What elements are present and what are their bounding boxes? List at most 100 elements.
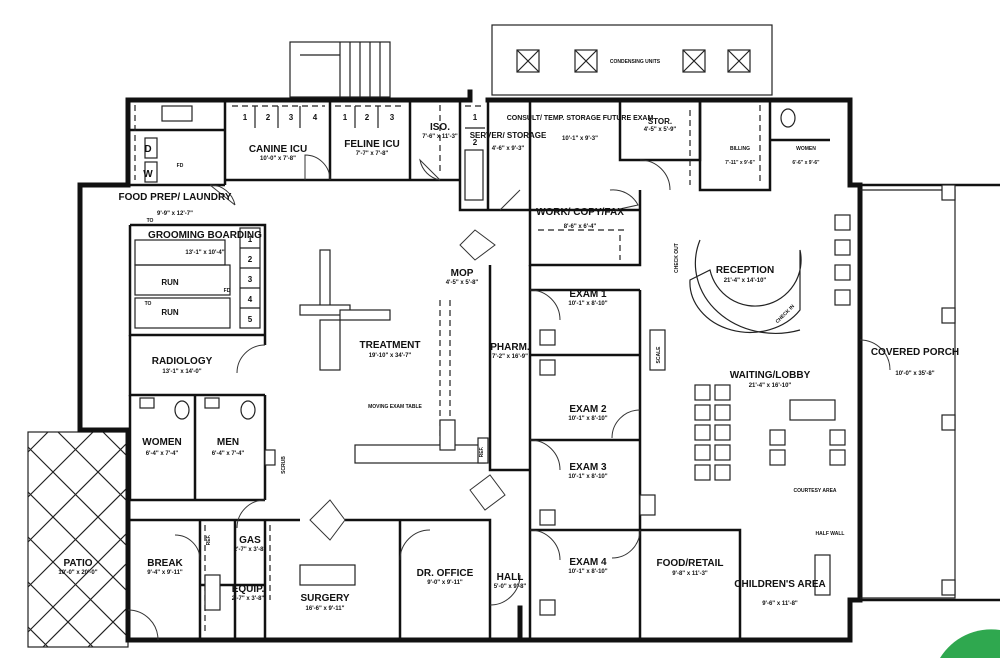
run-label-1: RUN [161,278,179,287]
porch-label: COVERED PORCH [871,347,959,358]
break-label: BREAK [147,558,183,569]
kennel-number: 4 [313,113,318,122]
run-number: 2 [248,255,253,264]
canine-icu-label: CANINE ICU [249,144,307,155]
reception-label: RECEPTION [716,265,774,276]
food-retail-dim: 9'-8" x 11'-3" [672,571,708,577]
women-top-dim: 6'-6" x 9'-6" [792,160,820,166]
pharm-dim: 7'-2" x 16'-9" [492,354,528,360]
exam1-label: EXAM 1 [569,289,607,300]
condensing-units-note: CONDENSING UNITS [610,59,661,65]
condensing-units-pad [491,24,773,96]
work-dim: 8'-6" x 6'-4" [564,224,597,230]
billing-label: BILLING [730,146,750,152]
exam2-dim: 10'-1" x 8'-10" [568,416,607,422]
mop-label: MOP [451,268,474,279]
ref-note-2: REF. [479,446,485,457]
treatment-dim: 19'-10" x 34'-7" [369,353,412,359]
hall-label: HALL [497,572,524,583]
grooming-dim: 13'-1" x 10'-4" [185,250,224,256]
half-wall-note: HALF WALL [816,531,845,537]
kennel-number: 1 [243,113,248,122]
reception-dim: 21'-4" x 14'-10" [724,278,767,284]
courtesy-note: COURTESY AREA [793,488,836,494]
kennel-number: 2 [266,113,271,122]
patio-dim: 10'-0" x 20'-0" [58,570,97,576]
grooming-label: GROOMING BOARDING [148,230,262,241]
casework-dashed [134,105,761,635]
work-label: WORK/ COPY/FAX [536,207,624,218]
server-label: SERVER/ STORAGE [470,131,547,140]
stor-label: STOR. [648,117,672,126]
check-out-note: CHECK OUT [674,243,680,273]
run-number: 5 [248,315,253,324]
pharm-label: PHARM. [490,342,530,353]
surgery-label: SURGERY [300,593,349,604]
iso-dim: 7'-6" x 11'-3" [422,134,458,140]
server-dim: 4'-6" x 9'-3" [492,146,525,152]
consult-label: CONSULT/ TEMP. STORAGE FUTURE EXAM [507,115,654,122]
to-note-2: TO [145,301,152,307]
women-label: WOMEN [142,437,181,448]
kennel-dividers [240,106,485,309]
food-retail-label: FOOD/RETAIL [656,558,723,569]
gas-dim: 2'-7" x 3'-8" [234,547,267,553]
exam1-dim: 10'-1" x 8'-10" [568,301,607,307]
stor-dim: 4'-5" x 5'-9" [644,127,677,133]
childrens-dim: 9'-6" x 11'-8" [762,601,798,607]
food-prep-label: FOOD PREP/ LAUNDRY [119,192,232,203]
exam3-dim: 10'-1" x 8'-10" [568,474,607,480]
patio-label: PATIO [63,558,92,569]
feline-icu-label: FELINE ICU [344,139,400,150]
fd-note-2: FD [224,288,231,294]
men-label: MEN [217,437,239,448]
kennel-number: 3 [289,113,294,122]
scrub-note: SCRUB [281,456,287,474]
exam2-label: EXAM 2 [569,404,607,415]
stair [289,41,391,98]
exam3-label: EXAM 3 [569,462,607,473]
waiting-dim: 21'-4" x 16'-10" [749,383,792,389]
hall-dim: 5'-0" x 9'-8" [494,584,527,590]
room-labels: CANINE ICU 10'-0" x 7'-8" FELINE ICU 7'-… [58,115,959,612]
dr-office-label: DR. OFFICE [417,568,474,579]
consult-dim: 10'-1" x 9'-3" [562,136,598,142]
fixtures [134,105,851,616]
exterior-walls [77,89,1000,643]
patio-hatch [27,431,129,648]
feline-number: 1 [343,113,348,122]
radiology-dim: 13'-1" x 14'-0" [162,369,201,375]
feline-number: 3 [390,113,395,122]
iso-number: 1 [473,113,478,122]
scale-label: SCALE [656,346,662,364]
iso-label: ISO. [430,122,450,133]
exam4-label: EXAM 4 [569,557,607,568]
radiology-label: RADIOLOGY [152,356,213,367]
door-swings [127,154,891,641]
surgery-dim: 16'-6" x 9'-11" [306,606,345,612]
equip-dim: 2'-7" x 3'-8" [232,596,265,602]
exam4-dim: 10'-1" x 8'-10" [568,569,607,575]
treatment-label: TREATMENT [360,340,421,351]
fd-note: FD [177,163,184,169]
kennel-numbers: 1 2 3 4 1 2 3 1 2 1 2 3 4 5 [243,113,478,324]
run-number: 4 [248,295,253,304]
d-note: D [144,144,151,155]
women-top-label: WOMEN [796,146,816,152]
childrens-label: CHILDREN'S AREA [734,579,825,590]
run-label-2: RUN [161,308,179,317]
gas-label: GAS [239,535,261,546]
porch-dim: 10'-0" x 35'-8" [895,371,934,377]
w-note: W [143,169,153,180]
to-note: TO [147,218,154,224]
interior-walls [128,100,830,640]
moving-table-note: MOVING EXAM TABLE [368,404,422,410]
waiting-label: WAITING/LOBBY [730,370,811,381]
run-number: 1 [248,235,253,244]
canine-icu-dim: 10'-0" x 7'-8" [260,156,296,162]
dr-office-dim: 9'-0" x 9'-11" [427,580,463,586]
feline-icu-dim: 7'-7" x 7'-8" [356,151,389,157]
feline-number: 2 [365,113,370,122]
ref-note: REF. [206,534,212,545]
